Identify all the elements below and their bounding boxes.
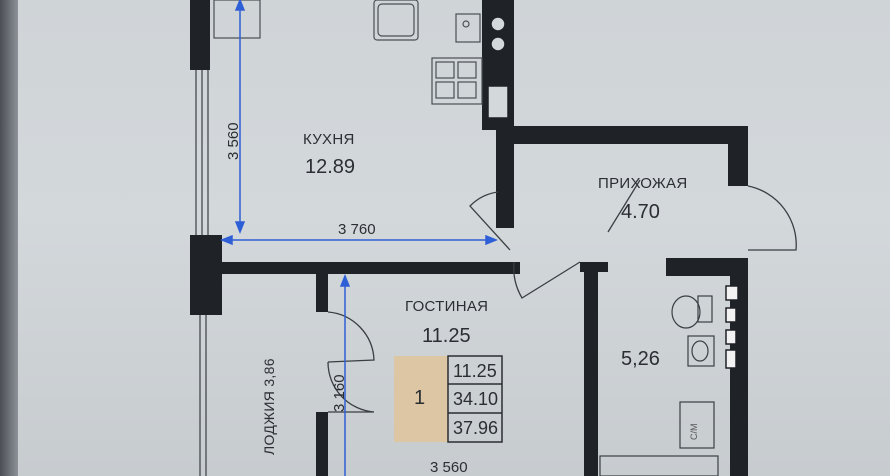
wall-loggia-top (316, 272, 328, 312)
windows (195, 70, 209, 476)
toilet (671, 295, 701, 329)
screen-bezel (0, 0, 18, 476)
living-area: 11.25 (422, 325, 471, 347)
summary-rooms-cell (394, 356, 448, 442)
summary-full-area: 37.96 (453, 418, 499, 438)
door-living (513, 261, 581, 299)
wall-left-mid (190, 235, 222, 315)
doors (327, 179, 797, 413)
sink (373, 0, 419, 41)
living-name: ГОСТИНАЯ (405, 298, 489, 315)
dimension-lines (219, 0, 499, 476)
kitchen-height-dim: 3 560 (225, 122, 242, 160)
hall-area: 4.70 (621, 201, 660, 223)
door-loggia-upper (327, 311, 375, 363)
stove (431, 57, 483, 105)
wall-column-fixtures (487, 16, 509, 119)
wall-bath-top (666, 258, 746, 276)
summary-rooms-count: 1 (414, 387, 426, 409)
bath-area: 5,26 (621, 348, 660, 370)
wall-loggia-bottom (316, 412, 328, 476)
hall-name: ПРИХОЖАЯ (598, 175, 688, 192)
washer (679, 401, 715, 449)
bath-fixtures (599, 295, 719, 476)
door-hall-inner (607, 179, 641, 233)
kitchen-width-dim: 3 760 (338, 221, 376, 238)
door-loggia-lower (327, 361, 375, 413)
wall-kitchen-bottom (210, 262, 520, 274)
washer-label: С/М (689, 423, 699, 441)
bathtub (599, 455, 719, 476)
door-kitchen (469, 191, 511, 251)
fridge (213, 0, 261, 39)
summary-table (394, 355, 503, 443)
washbasin (687, 335, 715, 367)
kitchen-name: КУХНЯ (303, 131, 355, 148)
living-width-dim: 3 560 (430, 459, 468, 476)
door-entrance (747, 185, 797, 251)
kitchen-area: 12.89 (305, 156, 356, 178)
wall-hall-top (496, 126, 748, 144)
loggia-label: ЛОДЖИЯ 3,86 (261, 358, 277, 455)
faucet-unit (455, 13, 481, 43)
wall-living-right (584, 262, 598, 476)
summary-total-area: 34.10 (453, 389, 499, 409)
wall-kitchen-right-lower (496, 128, 514, 228)
bath-wall-fixtures (725, 285, 739, 369)
wall-left-top (190, 0, 210, 70)
summary-living-area: 11.25 (453, 361, 497, 381)
wall-hall-right-top (728, 126, 748, 186)
living-height-dim: 3 160 (331, 374, 348, 412)
kitchen-fixtures (213, 0, 483, 105)
